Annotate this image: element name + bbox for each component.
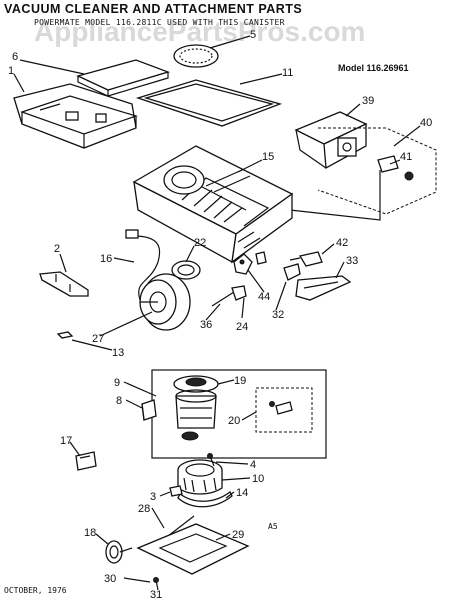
callout-16: 16 [100, 253, 112, 265]
part-4-screw [207, 453, 215, 467]
callout-42: 42 [336, 237, 348, 249]
part-13-pin [56, 331, 74, 339]
part-2-latch [39, 271, 89, 297]
part-30-screw [153, 577, 159, 591]
callout-3: 3 [150, 491, 156, 503]
part-33-handle [295, 275, 352, 301]
part-6-filter-pad [76, 59, 171, 97]
callout-15: 15 [262, 151, 274, 163]
part-8-brush [141, 399, 157, 421]
part-3-bracket [169, 485, 183, 497]
part-40-41-panel [289, 127, 437, 221]
callout-31: 31 [150, 589, 162, 600]
part-27-cord-reel [139, 273, 191, 331]
part-18-wheel [105, 540, 133, 564]
callout-9: 9 [114, 377, 120, 389]
callout-5: 5 [250, 29, 256, 41]
part-15-canister-body [132, 145, 294, 264]
part-1-top-cover [13, 83, 138, 149]
part-16-power-cord [125, 229, 161, 301]
part-32-knob [283, 263, 301, 281]
callout-11: 11 [282, 67, 293, 79]
part-5-round-filter [173, 44, 219, 68]
part-42-clip [289, 251, 323, 267]
part-17-switch [75, 451, 97, 471]
callout-4: 4 [250, 459, 256, 471]
part-10-fan-housing [177, 459, 223, 495]
callout-18: 18 [84, 527, 96, 539]
callout-22: 22 [194, 237, 206, 249]
part-14-gasket [177, 491, 233, 508]
callout-44: 44 [258, 291, 270, 303]
diagram-title: VACUUM CLEANER AND ATTACHMENT PARTS [4, 2, 303, 16]
part-9-motor-box [151, 369, 327, 459]
model-number: Model 116.26961 [338, 63, 409, 73]
callout-41: 41 [400, 151, 412, 163]
callout-13: 13 [112, 347, 124, 359]
part-29-bottom-plate [136, 523, 250, 575]
callout-20: 20 [228, 415, 240, 427]
callout-19: 19 [234, 375, 246, 387]
callout-30: 30 [104, 573, 116, 585]
callout-17: 17 [60, 435, 72, 447]
callout-10: 10 [252, 473, 264, 485]
drawing-code: A5 [268, 522, 278, 531]
callout-24: 24 [236, 321, 248, 333]
callout-2: 2 [54, 243, 60, 255]
callout-29: 29 [232, 529, 244, 541]
part-11-gasket [135, 79, 283, 127]
callout-36: 36 [200, 319, 212, 331]
leader-lines [13, 35, 421, 583]
callout-33: 33 [346, 255, 358, 267]
callout-6: 6 [12, 51, 18, 63]
callout-39: 39 [362, 95, 374, 107]
callout-40: 40 [420, 117, 432, 129]
callout-8: 8 [116, 395, 122, 407]
diagram-subtitle: POWERMATE MODEL 116.2811C USED WITH THIS… [34, 18, 285, 27]
part-44-switch [233, 251, 267, 275]
part-36-screw [211, 285, 247, 307]
callout-32: 32 [272, 309, 284, 321]
callout-numbers: 1 6 5 11 39 40 41 15 2 22 16 42 33 44 32… [8, 29, 432, 600]
callout-27: 27 [92, 333, 104, 345]
callout-1: 1 [8, 65, 14, 77]
callout-28: 28 [138, 503, 150, 515]
callout-14: 14 [236, 487, 248, 499]
footer-date: OCTOBER, 1976 [4, 586, 67, 595]
